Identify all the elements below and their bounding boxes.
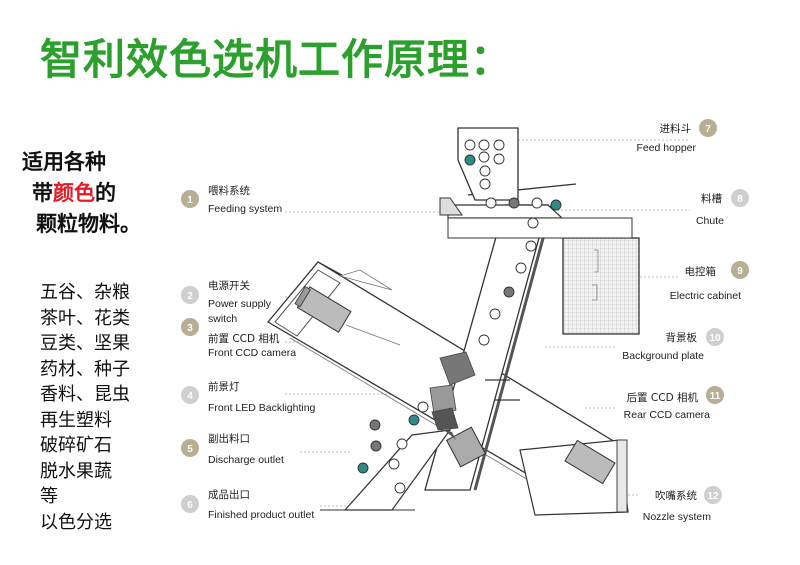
rear-ccd-camera — [564, 439, 616, 485]
intro-highlight-color: 颜色 — [53, 181, 95, 205]
svg-text:副出料口: 副出料口 — [208, 432, 250, 445]
svg-text:1: 1 — [187, 195, 193, 206]
svg-text:Feeding system: Feeding system — [208, 203, 282, 215]
svg-text:10: 10 — [709, 333, 721, 344]
nozzle-system — [444, 426, 487, 468]
svg-text:8: 8 — [737, 194, 743, 205]
label-feeding-system: 1 喂料系统 Feeding system — [181, 184, 282, 215]
electric-cabinet — [562, 237, 640, 335]
svg-text:吹嘴系统: 吹嘴系统 — [655, 489, 697, 502]
label-front-ccd-camera: 3 前置 CCD 相机 Front CCD camera — [181, 318, 296, 359]
material-item: 五谷、杂粮 — [40, 282, 130, 303]
svg-text:电源开关: 电源开关 — [208, 279, 250, 292]
svg-text:Nozzle system: Nozzle system — [643, 511, 712, 523]
label-power-supply-switch: 2 电源开关 Power supply switch — [181, 279, 272, 325]
svg-text:5: 5 — [187, 444, 193, 455]
intro-line-2: 带颜色的 — [32, 181, 116, 205]
intro-text: 适用各种 带颜色的 颗粒物料。 — [22, 147, 141, 240]
svg-text:7: 7 — [705, 124, 711, 135]
page-title: 智利效色选机工作原理： — [40, 35, 514, 84]
svg-text:Background plate: Background plate — [622, 350, 704, 362]
svg-text:4: 4 — [187, 391, 193, 402]
material-item: 再生塑料 — [40, 409, 112, 431]
feeding-system — [439, 183, 633, 239]
svg-text:料槽: 料槽 — [701, 192, 722, 205]
label-background-plate: 背景板 Background plate 10 — [622, 328, 724, 362]
label-feed-hopper: 进料斗 Feed hopper 7 — [636, 119, 717, 154]
svg-text:6: 6 — [187, 500, 193, 511]
svg-text:Electric cabinet: Electric cabinet — [670, 290, 741, 302]
material-item: 香料、昆虫 — [40, 384, 130, 405]
svg-text:9: 9 — [737, 266, 743, 277]
label-power-line-1: Power supply — [208, 298, 272, 310]
material-item: 脱水果蔬 — [40, 460, 112, 482]
label-electric-cabinet: 电控箱 Electric cabinet 9 — [670, 261, 749, 302]
front-ccd-camera — [294, 285, 401, 346]
intro-line-1: 适用各种 — [22, 150, 106, 174]
material-item: 破碎矿石 — [40, 435, 112, 456]
finished-product-outlet — [320, 429, 452, 511]
svg-text:背景板: 背景板 — [666, 331, 698, 344]
materials-list: 五谷、杂粮 茶叶、花类 豆类、坚果 药材、种子 香料、昆虫 再生塑料 破碎矿石 … — [40, 280, 130, 535]
svg-text:Feed hopper: Feed hopper — [636, 142, 696, 154]
svg-text:喂料系统: 喂料系统 — [208, 184, 250, 197]
svg-text:3: 3 — [187, 323, 193, 334]
svg-text:进料斗: 进料斗 — [660, 122, 692, 135]
svg-text:Chute: Chute — [696, 215, 724, 227]
label-chute: 料槽 Chute 8 — [696, 189, 749, 227]
svg-text:Finished product outlet: Finished product outlet — [208, 509, 314, 521]
material-item: 药材、种子 — [40, 358, 130, 380]
svg-text:Front CCD camera: Front CCD camera — [208, 347, 296, 359]
intro-line-3: 颗粒物料。 — [36, 212, 141, 236]
particles — [357, 139, 562, 494]
material-item: 豆类、坚果 — [40, 333, 130, 354]
svg-text:12: 12 — [707, 491, 719, 502]
label-rear-ccd-camera: 后置 CCD 相机 Rear CCD camera 11 — [624, 386, 724, 421]
material-item: 茶叶、花类 — [40, 307, 130, 329]
label-power-line-2: switch — [208, 313, 237, 325]
svg-text:成品出口: 成品出口 — [208, 488, 250, 501]
svg-text:2: 2 — [187, 291, 193, 302]
background-plate — [485, 379, 520, 401]
svg-text:电控箱: 电控箱 — [685, 265, 717, 278]
svg-text:后置 CCD 相机: 后置 CCD 相机 — [627, 391, 699, 404]
label-front-led-backlighting: 4 前景灯 Front LED Backlighting — [181, 380, 316, 414]
svg-text:11: 11 — [710, 391, 721, 402]
svg-text:Discharge outlet: Discharge outlet — [208, 454, 284, 466]
svg-text:前置 CCD 相机: 前置 CCD 相机 — [208, 332, 280, 345]
material-item: 以色分选 — [40, 511, 112, 533]
label-nozzle-system: 吹嘴系统 Nozzle system 12 — [643, 486, 722, 523]
svg-text:Rear CCD camera: Rear CCD camera — [624, 409, 711, 421]
front-led-backlighting — [429, 351, 476, 431]
material-item: 等 — [40, 486, 58, 507]
label-finished-product-outlet: 6 成品出口 Finished product outlet — [181, 488, 314, 521]
label-discharge-outlet: 5 副出料口 Discharge outlet — [181, 432, 284, 466]
svg-text:Front LED Backlighting: Front LED Backlighting — [208, 402, 316, 414]
svg-text:前景灯: 前景灯 — [208, 380, 240, 393]
